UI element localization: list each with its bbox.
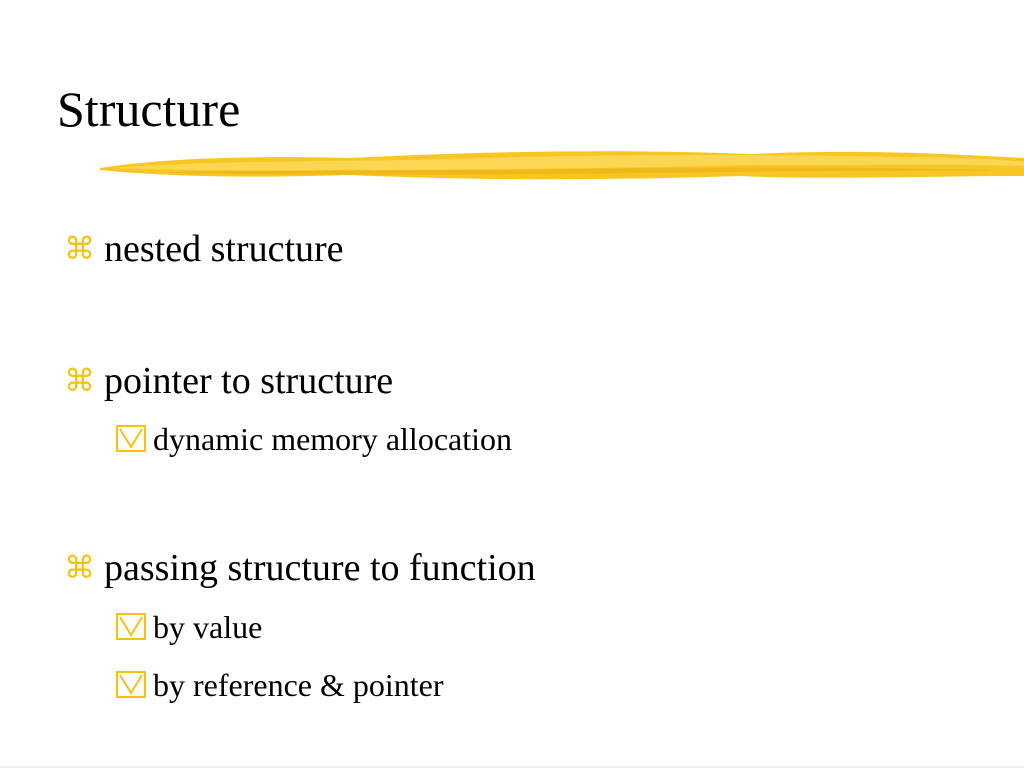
command-key-icon: ⌘ [64,550,95,586]
bottom-divider [0,766,1024,768]
checkbox-triangle-icon [116,425,146,452]
bullet-nested-structure: ⌘nested structure [64,230,344,268]
bullet-passing-structure-to-function: ⌘passing structure to function [64,549,536,587]
checkbox-triangle-icon [116,613,146,640]
bullet-label: pointer to structure [104,360,394,402]
sub-bullet-by-reference-and-pointer: by reference & pointer [116,669,444,701]
sub-bullet-dynamic-memory-allocation: dynamic memory allocation [116,423,512,455]
command-key-icon: ⌘ [64,231,95,267]
sub-bullet-label: dynamic memory allocation [153,421,512,457]
command-key-icon: ⌘ [64,363,95,399]
sub-bullet-label: by value [153,609,263,645]
bullet-label: nested structure [104,228,344,270]
sub-bullet-label: by reference & pointer [153,667,444,703]
checkbox-triangle-icon [116,671,146,698]
yellow-brush-stroke [100,151,1024,180]
sub-bullet-by-value: by value [116,611,262,643]
bullet-label: passing structure to function [104,547,536,589]
slide-title: Structure [57,81,241,137]
bullet-pointer-to-structure: ⌘pointer to structure [64,362,393,400]
